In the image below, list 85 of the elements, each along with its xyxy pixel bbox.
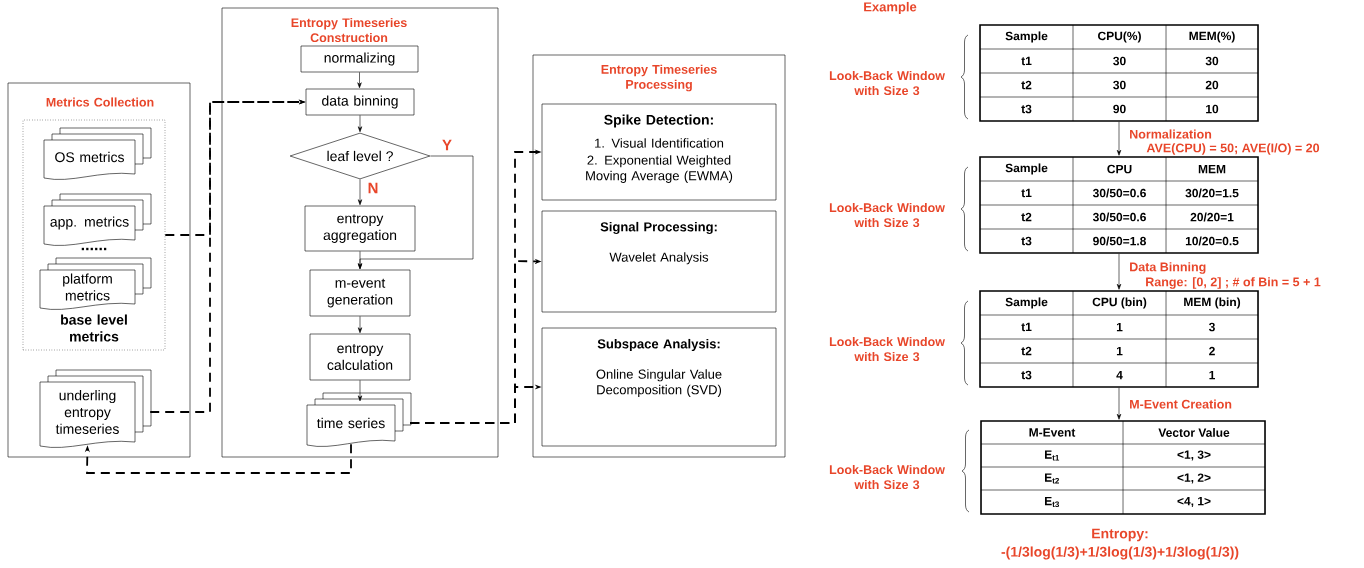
- document-stack: time series: [306, 392, 412, 447]
- table-cell: t1: [1021, 188, 1032, 198]
- arrow: [357, 380, 363, 402]
- table-cell: 30: [1205, 56, 1219, 66]
- table-cell: 10/20=0.5: [1185, 236, 1239, 246]
- edge-label: M-Event Creation: [1128, 398, 1233, 410]
- table-cell: t3: [1021, 236, 1032, 246]
- arrow: [357, 115, 363, 133]
- heading: Example: [864, 1, 917, 15]
- table-cell: t2: [1021, 212, 1032, 222]
- table-cell: 20: [1205, 80, 1219, 90]
- table-cell: 90: [1113, 104, 1126, 114]
- process-box: m-event generation: [309, 269, 411, 317]
- table-cell: CPU(%): [1098, 31, 1141, 43]
- table-cell: E$_{t2}$: [1045, 473, 1059, 484]
- table-cell: Sample: [1005, 31, 1048, 43]
- edge-label: N: [366, 181, 380, 195]
- side-label: Look-Back Window with Size 3: [829, 70, 945, 96]
- formula-label: -(1/3log(1/3)+1/3log(1/3)+1/3log(1/3)): [1001, 546, 1239, 560]
- edge-label: Data Binning: [1128, 261, 1208, 275]
- panel-title: Entropy Timeseries Construction: [291, 17, 407, 43]
- arrow: [357, 316, 363, 334]
- table-cell: <1, 3>: [1177, 450, 1211, 461]
- table-cell: 1: [1116, 322, 1123, 332]
- arrow: [84, 443, 352, 474]
- document-stack: underling entropy timeseries: [39, 369, 152, 448]
- table-cell: t2: [1021, 346, 1032, 356]
- process-box: data binning: [305, 88, 415, 116]
- table-cell: Vector Value: [1158, 428, 1230, 437]
- table-cell: 20/20=1: [1190, 212, 1234, 222]
- table-cell: Sample: [1005, 297, 1048, 309]
- table-cell: <1, 2>: [1177, 473, 1211, 484]
- table-cell: 90/50=1.8: [1093, 236, 1146, 246]
- table-cell: MEM (bin): [1184, 297, 1241, 309]
- table-cell: E$_{t1}$: [1045, 450, 1060, 461]
- process-box: entropy aggregation: [304, 205, 416, 252]
- panel-title: Metrics Collection: [46, 97, 154, 107]
- side-label: Look-Back Window with Size 3: [829, 202, 945, 228]
- table-cell: t2: [1021, 80, 1032, 90]
- arrow: [357, 251, 363, 270]
- table-cell: 30: [1113, 80, 1126, 90]
- table-cell: 10: [1206, 104, 1219, 114]
- panel-title: Entropy Timeseries Processing: [601, 64, 717, 92]
- ellipsis: ......: [81, 247, 107, 251]
- document-stack: app. metrics: [43, 193, 152, 246]
- table-cell: MEM(%): [1189, 31, 1235, 43]
- process-box: entropy calculation: [309, 333, 411, 381]
- table-cell: CPU: [1107, 164, 1132, 174]
- table-cell: 2: [1209, 346, 1215, 356]
- table-cell: 30/50=0.6: [1092, 212, 1146, 222]
- table-cell: 30: [1113, 56, 1126, 66]
- table-cell: t1: [1021, 322, 1032, 332]
- table-cell: 1: [1209, 370, 1215, 380]
- document-stack: OS metrics: [43, 127, 152, 180]
- side-label: Look-Back Window with Size 3: [829, 464, 945, 490]
- arrow: [357, 72, 362, 89]
- note: Range: [0, 2] ; # of Bin = 5 + 1: [1146, 277, 1321, 289]
- arrow: [1116, 253, 1122, 290]
- arrow: [1116, 387, 1122, 420]
- table-cell: Sample: [1005, 163, 1048, 175]
- method-box: Spike Detection: 1. Visual Identification 2. Exponential Weighted Moving Average (EWMA): [541, 103, 777, 201]
- table-cell: 1: [1116, 346, 1123, 356]
- edge-label: Y: [441, 138, 453, 152]
- table-cell: 3: [1208, 322, 1215, 332]
- table-cell: t3: [1021, 370, 1032, 380]
- side-label: Look-Back Window with Size 3: [829, 336, 945, 362]
- table-cell: 4: [1116, 370, 1123, 380]
- process-box: normalizing: [300, 45, 419, 73]
- table-cell: E$_{t3}$: [1045, 496, 1060, 508]
- edge-label: Normalization: [1128, 128, 1213, 140]
- table-cell: 30/50=0.6: [1092, 188, 1146, 198]
- method-box: Subspace Analysis: Online Singular Value Decomposition (SVD): [541, 327, 777, 447]
- table-cell: 30/20=1.5: [1185, 188, 1239, 198]
- table-cell: <4, 1>: [1177, 496, 1211, 508]
- table-cell: M-Event: [1029, 428, 1076, 437]
- arrow: [357, 179, 363, 206]
- table-cell: CPU (bin): [1092, 297, 1147, 309]
- table-cell: t1: [1021, 56, 1032, 66]
- table-cell: t3: [1021, 104, 1032, 114]
- document-stack: platform metrics: [39, 257, 152, 310]
- arrow: [1116, 121, 1122, 156]
- table-cell: MEM: [1198, 164, 1226, 174]
- formula-label: Entropy:: [1092, 528, 1148, 542]
- note: AVE(CPU) = 50; AVE(I/O) = 20: [1146, 143, 1320, 155]
- method-box: Signal Processing: Wavelet Analysis: [541, 210, 777, 313]
